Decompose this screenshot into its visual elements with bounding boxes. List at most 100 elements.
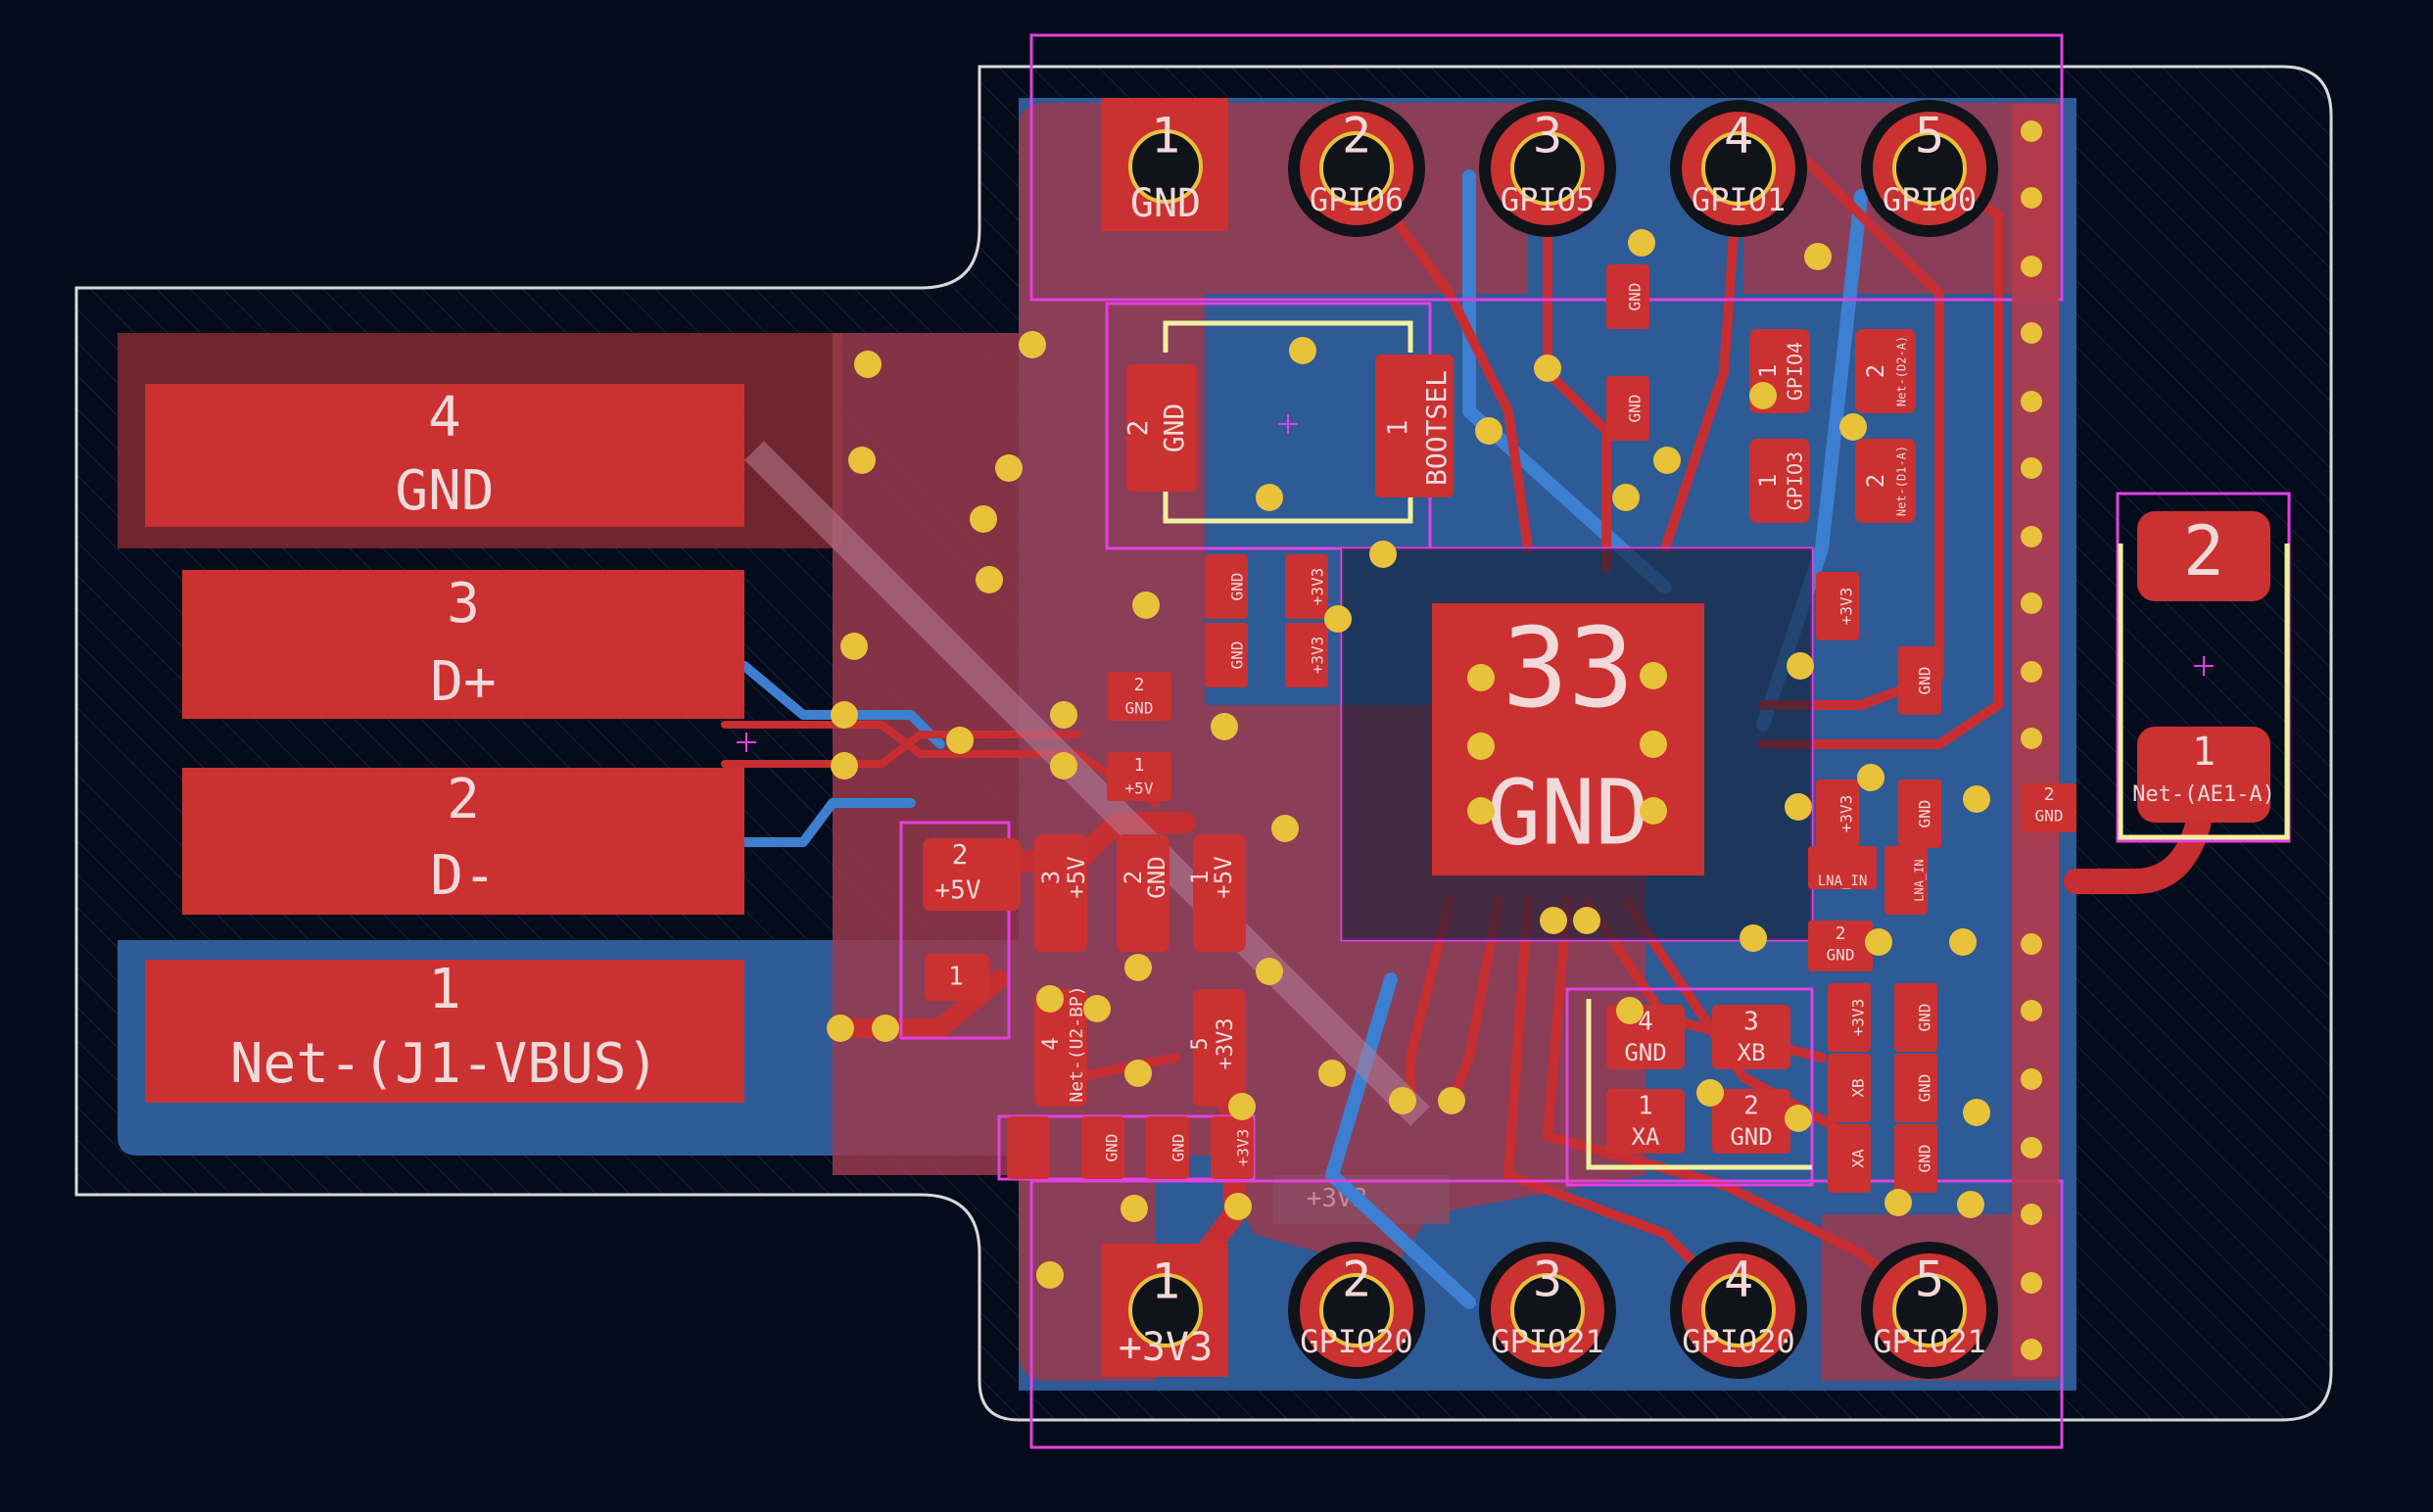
led-pin-net: Net-(D1-A) [1895, 446, 1909, 516]
reg-pin-net: +5V [1063, 856, 1090, 898]
xtal-pad-2[interactable] [1712, 1089, 1790, 1154]
reg-pad-tab[interactable] [1117, 834, 1169, 952]
passive-pad[interactable] [1211, 1116, 1254, 1179]
header-pad-round[interactable]: 3 GPIO21 [1479, 1242, 1616, 1379]
passive-pad[interactable] [1898, 646, 1941, 715]
passive-net: +3V3 [1849, 999, 1868, 1037]
bootsel-button: 2 GND 1 BOOTSEL [1121, 320, 1454, 524]
reg-pin-net: +5V [1210, 856, 1237, 898]
passive-pad[interactable] [1606, 376, 1649, 441]
header-pad-round[interactable]: 4 GPIO20 [1670, 1242, 1807, 1379]
regulator: 2 +5V 3 +5V 2 GND 1 +5V 4 Net-(U2-BP) 5 … [923, 834, 1246, 1107]
led-pad[interactable] [1855, 439, 1916, 523]
passive-pad[interactable] [1828, 983, 1871, 1052]
header-pin-num: 1 [1151, 108, 1180, 165]
passive-pad[interactable] [1808, 921, 1873, 971]
led-pin-num: 2 [1862, 364, 1889, 378]
passive-pad[interactable] [1816, 780, 1859, 848]
led-pad[interactable] [1855, 329, 1916, 413]
passive-pad[interactable] [1898, 780, 1941, 848]
passive-pad[interactable] [1884, 846, 1928, 915]
passive-num: 2 [2044, 784, 2055, 805]
passive-pad[interactable] [1828, 1054, 1871, 1122]
header-pin-net: GPIO6 [1310, 181, 1404, 218]
header-pad-round[interactable]: 3 GPIO5 [1479, 100, 1616, 237]
passive-pad[interactable] [1146, 1116, 1189, 1179]
header-pad-round[interactable]: 4 GPIO1 [1670, 100, 1807, 237]
led-pad[interactable] [1749, 439, 1810, 523]
reg-pad-1[interactable] [1193, 834, 1246, 952]
usb-pad-dminus[interactable] [182, 768, 744, 915]
reg-pad-4[interactable] [1034, 989, 1087, 1107]
passive-pad[interactable] [1205, 554, 1248, 619]
header-pad-round[interactable]: 5 GPIO0 [1861, 100, 1998, 237]
passive-net: GND [1916, 800, 1934, 828]
usb-pad-num: 2 [447, 768, 480, 831]
led-pin-net: Net-(D2-A) [1895, 336, 1909, 406]
header-pin-net: GPIO20 [1682, 1323, 1795, 1360]
button-pad-bootsel[interactable] [1375, 354, 1454, 497]
passive-pad[interactable] [1007, 1116, 1050, 1179]
led-resistors: 1 GPIO4 2 Net-(D2-A) 1 GPIO3 2 Net-(D1-A… [1749, 329, 1916, 523]
fab-diagonal [744, 441, 1430, 1126]
xtal-pad-3[interactable] [1712, 1005, 1790, 1069]
usb-pad-net: D+ [430, 650, 496, 714]
xtal-pin-num: 1 [1638, 1092, 1653, 1121]
passive-pad[interactable] [1894, 983, 1937, 1052]
usb-pad-num: 4 [428, 386, 461, 449]
header-pin-num: 4 [1724, 108, 1753, 165]
passive-net: GND [1916, 1004, 1934, 1032]
passive-pad[interactable] [1285, 554, 1328, 619]
passive-pad[interactable] [1107, 752, 1171, 801]
usb-pad-vbus[interactable] [145, 960, 744, 1103]
vbus-pin-num: 1 [948, 963, 964, 992]
passive-net: +3V3 [1837, 795, 1856, 833]
passive-net: LNA_IN [1818, 874, 1868, 889]
usb-pad-num: 3 [447, 572, 480, 636]
passive-pad[interactable] [1894, 1124, 1937, 1193]
passive-pad[interactable] [1081, 1116, 1124, 1179]
usb-pad-dplus[interactable] [182, 570, 744, 719]
antenna-pad-2[interactable] [2137, 511, 2270, 601]
passive-pad[interactable] [1828, 1124, 1871, 1193]
button-pin-net: GND [1158, 403, 1190, 453]
reg-pin-net: +5V [935, 876, 981, 906]
passive-pad[interactable] [1894, 1054, 1937, 1122]
reg-pad-5[interactable] [1193, 989, 1246, 1107]
usb-pad-net: GND [395, 459, 494, 523]
xtal-pin-net: GND [1624, 1039, 1666, 1066]
passive-pad[interactable] [1107, 672, 1171, 721]
passive-pad[interactable] [1285, 623, 1328, 687]
xtal-pin-num: 3 [1743, 1008, 1759, 1037]
button-pad-gnd[interactable] [1126, 364, 1197, 492]
header-pad-round[interactable]: 5 GPIO21 [1861, 1242, 1998, 1379]
vbus-diode-pad[interactable] [925, 954, 989, 1001]
header-pin-net: GPIO0 [1883, 181, 1977, 218]
passive-pad[interactable] [1606, 264, 1649, 329]
header-pad-round[interactable]: 2 GPIO6 [1288, 100, 1425, 237]
passive-num: 2 [1134, 675, 1145, 695]
xtal-pad-1[interactable] [1606, 1089, 1685, 1154]
passive-net: GND [1916, 667, 1934, 695]
header-pin-num: 2 [1342, 108, 1371, 165]
passive-net: GND [1228, 641, 1247, 670]
reg-pin-net: Net-(U2-BP) [1067, 985, 1087, 1102]
passive-pad[interactable] [2022, 783, 2076, 832]
passive-net: +3V3 [1837, 588, 1856, 626]
reg-pad-5v-in[interactable] [923, 838, 1021, 911]
button-pin-num: 2 [1121, 420, 1154, 437]
passive-pad[interactable] [1816, 572, 1859, 640]
passive-pad[interactable] [1205, 623, 1248, 687]
reg-pad-3[interactable] [1034, 834, 1087, 952]
passive-net: +3V3 [1309, 568, 1327, 606]
header-pin-net: GPIO1 [1692, 181, 1786, 218]
antenna-pad-1[interactable] [2137, 727, 2270, 823]
header-drill [1128, 129, 1203, 204]
passive-pad[interactable] [1808, 846, 1877, 889]
antenna-pin-num: 2 [2183, 511, 2224, 591]
pin-header-bottom: 1 +3V3 2 GPIO20 3 GPIO21 4 GPIO20 5 GPIO… [1101, 1242, 1998, 1379]
passive-components: GND +3V3 GND +3V3 2 GND 1 +5V +3V3 GND +… [1007, 264, 2076, 1193]
usb-pad-gnd[interactable] [145, 384, 744, 527]
header-pad-round[interactable]: 2 GPIO20 [1288, 1242, 1425, 1379]
